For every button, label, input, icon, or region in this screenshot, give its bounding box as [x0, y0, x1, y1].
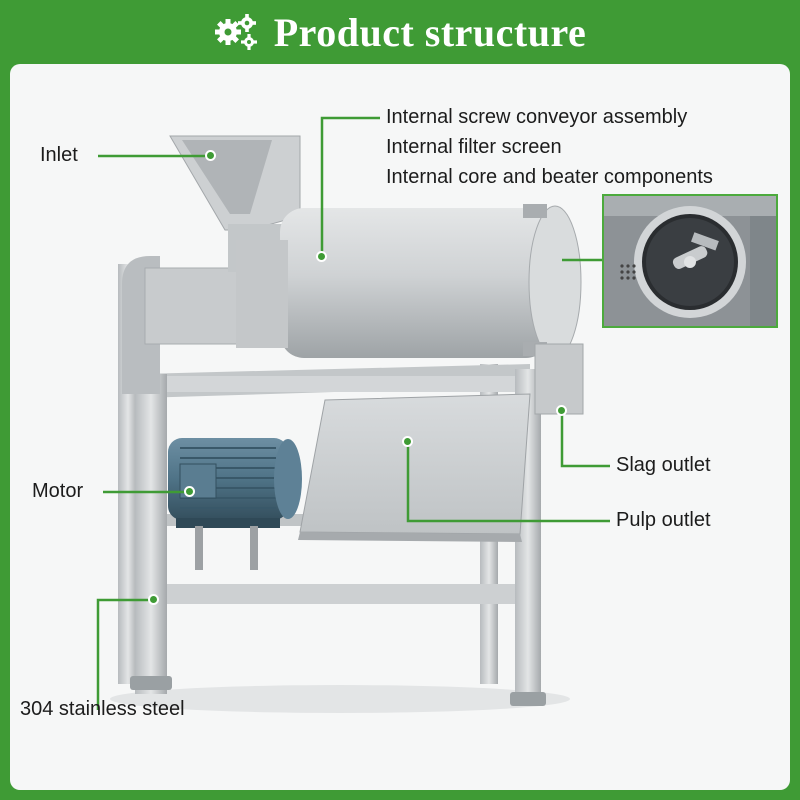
label-motor: Motor	[32, 480, 84, 502]
motor-feet	[176, 518, 280, 528]
label-pulp-outlet: Pulp outlet	[616, 509, 711, 531]
page-title: Product structure	[273, 9, 587, 55]
frame-top-front-rail	[160, 376, 530, 392]
label-inlet: Inlet	[40, 144, 78, 166]
drum-end-cap	[528, 205, 582, 359]
label-internal-filter: Internal filter screen	[386, 136, 562, 158]
inlet-callout-dot	[205, 150, 216, 161]
foot-right	[510, 692, 546, 706]
frame-lower-rail	[150, 584, 520, 604]
image-panel: Inlet Internal screw conveyor assembly I…	[10, 64, 790, 790]
slag-callout-line	[560, 411, 610, 468]
machine-illustration	[96, 116, 624, 713]
foot-left	[130, 676, 172, 690]
label-slag-outlet: Slag outlet	[616, 454, 711, 476]
gears-icon	[214, 14, 257, 50]
label-internal-core: Internal core and beater components	[386, 166, 713, 188]
motor-adjust-rod	[195, 526, 203, 570]
pulp-callout-dot	[402, 436, 413, 447]
slag-callout-dot	[556, 405, 567, 416]
material-callout-dot	[148, 594, 159, 605]
motor-adjust-rod-2	[250, 526, 258, 570]
drum-clamp-bar	[523, 204, 547, 218]
motor-callout-dot	[184, 486, 195, 497]
drum-interior-closeup	[604, 196, 776, 326]
conveyor-callout-line	[320, 116, 380, 257]
frame-leg-front-left	[135, 374, 167, 694]
header: Product structure	[0, 0, 800, 64]
inlet-hopper-inner	[182, 140, 272, 214]
slag-chute	[534, 343, 584, 415]
pulp-tray	[299, 393, 531, 535]
pulp-callout-line	[406, 442, 610, 523]
drum-left-ring	[236, 240, 288, 348]
conveyor-callout-dot	[316, 251, 327, 262]
inset-closeup-photo	[602, 194, 778, 328]
label-internal-screw: Internal screw conveyor assembly	[386, 106, 688, 128]
main-drum	[280, 208, 550, 358]
label-material: 304 stainless steel	[20, 698, 185, 720]
floor-shadow	[110, 685, 570, 713]
pulp-tray-lip	[298, 532, 522, 542]
material-callout-line	[96, 598, 154, 710]
motor-fan-cover	[274, 439, 302, 519]
pulley-housing	[144, 267, 241, 345]
